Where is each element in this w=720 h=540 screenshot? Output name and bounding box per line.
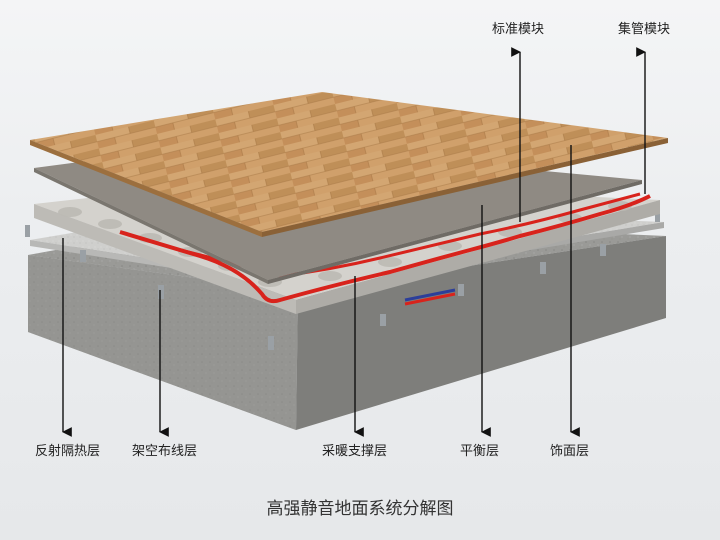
- support-feet: [25, 210, 660, 350]
- label-heating-support-layer: 采暖支撑层: [322, 444, 388, 459]
- diagram-caption: 高强静音地面系统分解图: [266, 499, 454, 519]
- label-raised-wiring-layer: 架空布线层: [132, 444, 198, 459]
- finish-wood-layer: [30, 92, 668, 237]
- label-finish-layer: 饰面层: [550, 444, 590, 459]
- label-reflective-layer: 反射隔热层: [35, 444, 101, 459]
- label-leveling-layer: 平衡层: [460, 444, 500, 459]
- label-standard-module: 标准模块: [492, 22, 545, 37]
- heating-pipe: [119, 194, 651, 304]
- label-manifold-module: 集管模块: [618, 22, 671, 37]
- leader-lines: [62, 47, 646, 437]
